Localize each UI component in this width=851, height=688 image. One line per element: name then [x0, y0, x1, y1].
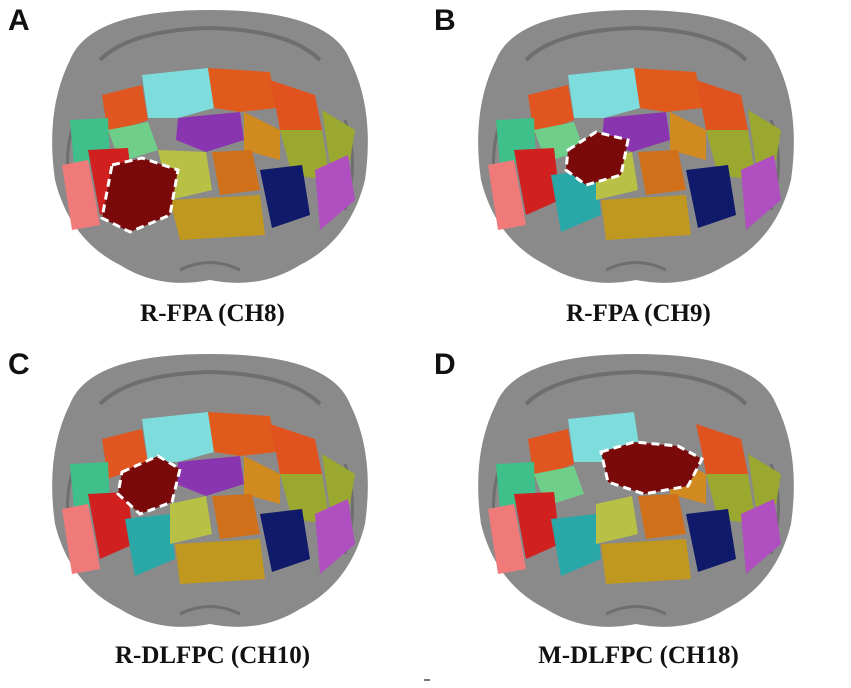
panel-c: C R-DLFPC (CH: [0, 344, 425, 688]
panel-a: A R-FPA (CH8): [0, 0, 425, 344]
panel-letter: C: [8, 348, 30, 381]
highlighted-channel: [116, 454, 182, 516]
stray-mark: [424, 679, 430, 681]
brain-map: [478, 10, 794, 283]
region-parcels: [488, 412, 781, 584]
brain-map: [52, 10, 368, 283]
panel-letter: B: [434, 4, 456, 37]
panel-d: D M-DLFPC (CH18): [426, 344, 851, 688]
panel-caption: R-FPA (CH9): [566, 300, 711, 327]
brain-map: [478, 354, 794, 627]
panel-caption: R-DLFPC (CH10): [114, 642, 311, 669]
panel-caption: R-FPA (CH8): [140, 300, 285, 327]
region-parcels: [62, 412, 355, 584]
panel-letter: D: [434, 348, 456, 381]
panel-letter: A: [8, 4, 30, 37]
panel-b: B R-FP: [426, 0, 851, 344]
highlighted-channel: [100, 156, 180, 234]
highlighted-channel: [564, 130, 630, 187]
panel-caption: M-DLFPC (CH18): [538, 642, 739, 669]
brain-map: [52, 354, 368, 627]
highlighted-channel: [599, 440, 705, 496]
